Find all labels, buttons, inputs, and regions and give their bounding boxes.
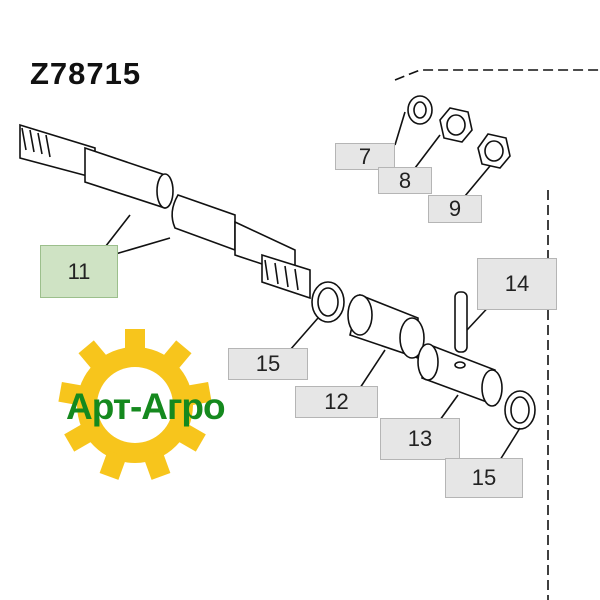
bushing-12	[347, 293, 425, 360]
nut-9	[477, 133, 511, 169]
logo-gear-icon	[58, 329, 212, 480]
coupler-13	[417, 343, 503, 407]
callout-15: 15	[228, 348, 308, 380]
callout-15: 15	[445, 458, 523, 498]
callout-12: 12	[295, 386, 378, 418]
callout-13: 13	[380, 418, 460, 460]
callout-14: 14	[477, 258, 557, 310]
snap-ring-15	[311, 281, 345, 323]
callout-7: 7	[335, 143, 395, 170]
pin-14	[454, 291, 468, 353]
nut-8	[439, 107, 473, 143]
callout-8: 8	[378, 167, 432, 194]
shaft-11	[19, 123, 311, 300]
frame-line	[394, 69, 600, 81]
callout-9: 9	[428, 195, 482, 223]
part-number-title: Z78715	[30, 56, 142, 91]
callout-11: 11	[40, 245, 118, 298]
washer-7	[407, 95, 433, 125]
logo-text: Арт-Агро	[66, 386, 226, 427]
snap-ring-15	[504, 390, 536, 430]
